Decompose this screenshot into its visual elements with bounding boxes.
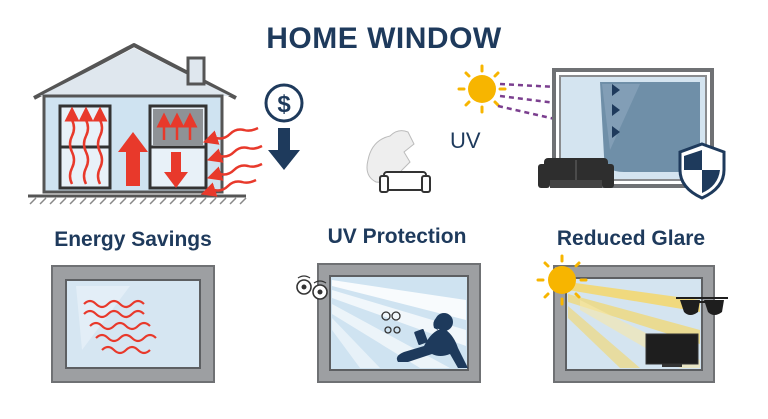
uv-protection-window-icon bbox=[317, 263, 481, 383]
heat-waves-icon bbox=[200, 126, 263, 197]
energy-savings-label: Energy Savings bbox=[54, 228, 212, 251]
eyes-face-icon bbox=[296, 275, 328, 300]
page-title: HOME WINDOW bbox=[266, 22, 502, 55]
uv-label: UV bbox=[450, 128, 481, 153]
energy-window-icon bbox=[51, 265, 215, 383]
dollar-symbol: $ bbox=[277, 91, 291, 118]
house-icon bbox=[28, 43, 247, 205]
tv-icon bbox=[645, 333, 699, 367]
couch-icon bbox=[538, 158, 614, 188]
dollar-savings-icon: $ bbox=[264, 83, 304, 170]
reduced-glare-label: Reduced Glare bbox=[556, 227, 706, 250]
glare-window-icon bbox=[553, 265, 715, 383]
sun-icon bbox=[457, 64, 507, 114]
couch-sketch-icon bbox=[366, 130, 431, 193]
sunglasses-icon bbox=[676, 297, 728, 315]
sun-glare-icon bbox=[536, 254, 588, 306]
shield-icon bbox=[678, 142, 726, 200]
uv-protection-label: UV Protection bbox=[327, 225, 467, 248]
